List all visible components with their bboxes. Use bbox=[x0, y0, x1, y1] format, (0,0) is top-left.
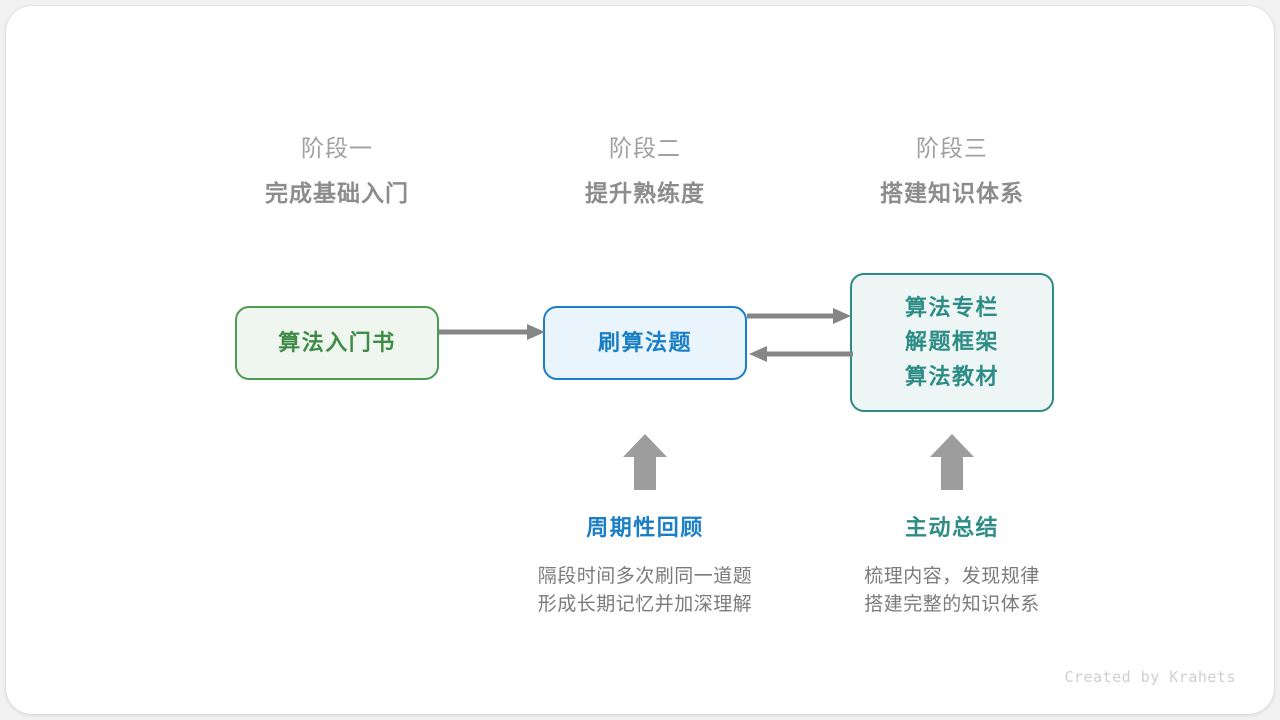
up-arrow-review-icon bbox=[623, 434, 667, 490]
stage-index-1: 阶段一 bbox=[301, 135, 373, 161]
stage-header-2: 阶段二 提升熟练度 bbox=[485, 137, 805, 205]
node-line: 刷算法题 bbox=[597, 329, 692, 355]
stage-index-3: 阶段三 bbox=[916, 135, 988, 161]
annotation-desc: 隔段时间多次刷同一道题 形成长期记忆并加深理解 bbox=[537, 566, 753, 615]
diagram-card: 阶段一 完成基础入门 阶段二 提升熟练度 阶段三 搭建知识体系 算法入门书 刷算… bbox=[6, 6, 1274, 714]
footer-credit: Created by Krahets bbox=[1064, 668, 1236, 686]
arrow-resources-to-practice-icon bbox=[749, 346, 853, 362]
annotation-title: 主动总结 bbox=[904, 515, 999, 540]
arrow-book-to-practice-icon bbox=[439, 324, 545, 340]
stage-header-1: 阶段一 完成基础入门 bbox=[177, 137, 497, 205]
stage-header-3: 阶段三 搭建知识体系 bbox=[792, 137, 1112, 205]
node-line: 算法入门书 bbox=[278, 329, 396, 355]
stage-title-1: 完成基础入门 bbox=[265, 180, 409, 206]
annotation-desc: 梳理内容，发现规律 搭建完整的知识体系 bbox=[864, 566, 1040, 615]
stage-index-2: 阶段二 bbox=[609, 135, 681, 161]
node-algorithm-book[interactable]: 算法入门书 bbox=[235, 306, 439, 380]
arrow-practice-to-resources-icon bbox=[747, 308, 851, 324]
node-practice-problems[interactable]: 刷算法题 bbox=[543, 306, 747, 380]
node-line: 算法专栏 bbox=[904, 295, 999, 321]
annotation-active-summary: 主动总结 梳理内容，发现规律 搭建完整的知识体系 bbox=[787, 517, 1117, 618]
node-line: 解题框架 bbox=[904, 329, 999, 355]
stage-title-3: 搭建知识体系 bbox=[880, 180, 1024, 206]
annotation-periodic-review: 周期性回顾 隔段时间多次刷同一道题 形成长期记忆并加深理解 bbox=[480, 517, 810, 618]
up-arrow-summary-icon bbox=[930, 434, 974, 490]
node-line: 算法教材 bbox=[904, 363, 999, 389]
stage-title-2: 提升熟练度 bbox=[585, 180, 705, 206]
annotation-title: 周期性回顾 bbox=[586, 515, 704, 540]
node-learning-resources[interactable]: 算法专栏 解题框架 算法教材 bbox=[850, 273, 1054, 412]
